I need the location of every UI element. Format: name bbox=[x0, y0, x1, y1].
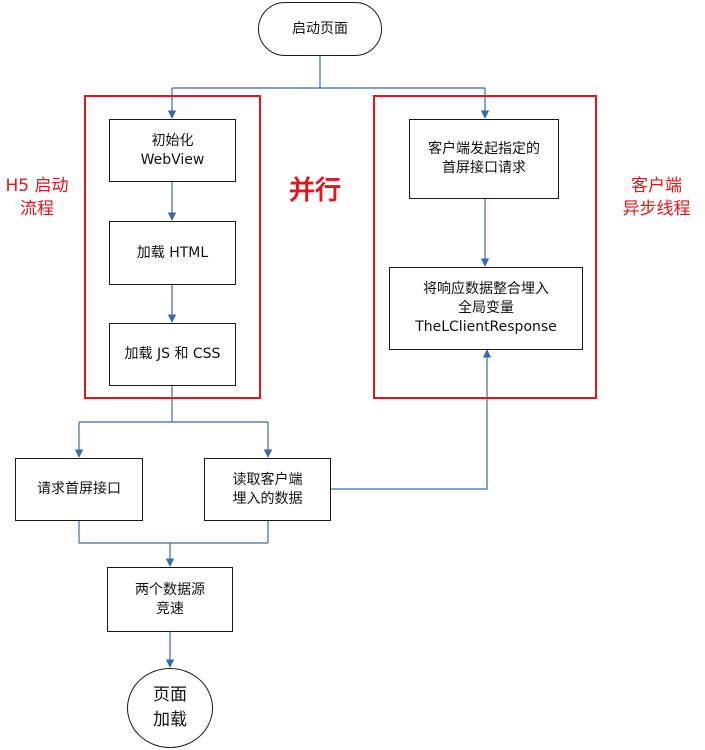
load-html-line1: 加载 HTML bbox=[136, 244, 209, 261]
client-request-line1: 客户端发起指定的 bbox=[428, 141, 540, 157]
load-html-node: 加载 HTML bbox=[109, 221, 236, 285]
h5-startup-frame bbox=[84, 95, 261, 399]
embed-response-line1: 将响应数据整合埋入 bbox=[423, 281, 549, 297]
embed-response-line3: TheLClientResponse bbox=[415, 319, 557, 335]
client-async-frame bbox=[373, 95, 597, 399]
load-js-css-line1: 加载 JS 和 CSS bbox=[124, 346, 221, 362]
h5-group-label: H5 启动 流程 bbox=[0, 175, 74, 221]
client-group-label-line1: 客户端 bbox=[631, 176, 682, 196]
embed-response-line2: 全局变量 bbox=[458, 300, 514, 316]
h5-group-label-line1: H5 启动 bbox=[5, 176, 69, 196]
start-node: 启动页面 bbox=[258, 2, 382, 56]
end-node-line2: 加载 bbox=[153, 710, 187, 730]
parallel-label: 并行 bbox=[289, 176, 342, 206]
client-group-label-line2: 异步线程 bbox=[622, 199, 691, 219]
end-node-line1: 页面 bbox=[153, 685, 187, 705]
arrow-read-to-embed bbox=[331, 349, 492, 490]
init-webview-node: 初始化 WebView bbox=[109, 119, 236, 182]
read-client-data-node: 读取客户端 埋入的数据 bbox=[204, 458, 331, 521]
client-group-label: 客户端 异步线程 bbox=[608, 175, 705, 221]
end-node: 页面 加载 bbox=[127, 668, 213, 748]
race-line1: 两个数据源 bbox=[135, 581, 205, 598]
embed-response-node: 将响应数据整合埋入 全局变量 TheLClientResponse bbox=[389, 267, 583, 350]
start-node-label: 启动页面 bbox=[292, 20, 348, 37]
read-client-data-line1: 读取客户端 bbox=[232, 471, 303, 488]
h5-group-label-line2: 流程 bbox=[20, 199, 54, 219]
client-request-node: 客户端发起指定的 首屏接口请求 bbox=[409, 119, 559, 199]
race-line2: 竞速 bbox=[156, 600, 184, 617]
request-api-line1: 请求首屏接口 bbox=[37, 481, 121, 497]
request-api-node: 请求首屏接口 bbox=[15, 458, 143, 521]
read-client-data-line2: 埋入的数据 bbox=[232, 490, 303, 507]
client-request-line2: 首屏接口请求 bbox=[442, 160, 526, 176]
init-webview-line1: 初始化 bbox=[151, 132, 194, 149]
load-js-css-node: 加载 JS 和 CSS bbox=[109, 323, 236, 386]
init-webview-line2: WebView bbox=[140, 151, 205, 168]
race-node: 两个数据源 竞速 bbox=[107, 567, 233, 632]
